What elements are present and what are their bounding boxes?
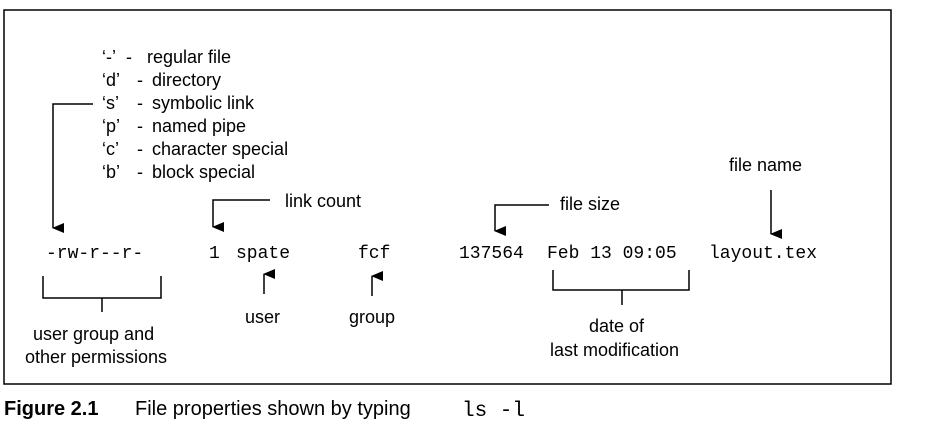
file-type-desc: directory [152,70,221,90]
figure-frame [3,9,892,385]
caption-text: File properties shown by typing [135,398,411,420]
listing-link-count: 1 [209,244,220,264]
file-size-arrow [494,204,549,236]
date-bracket [552,270,690,305]
file-type-separator: - [137,93,143,113]
file-type-item: ‘-’ - regular file [102,47,231,67]
date-label-line1: date of [589,316,645,336]
file-type-separator: - [137,116,143,136]
permissions-label-line1: user group and [33,324,154,344]
file-type-separator: - [137,162,143,182]
file-name-label: file name [729,155,802,175]
file-size-label: file size [560,194,620,214]
file-type-item: ‘p’ - named pipe [102,116,246,136]
link-count-arrow [212,199,270,232]
file-type-item: ‘d’ - directory [102,70,221,90]
listing-permissions: -rw-r--r- [46,244,143,264]
caption-command: ls -l [462,400,525,423]
file-type-desc: regular file [147,47,231,67]
file-type-separator: - [137,139,143,159]
file-type-desc: named pipe [152,116,246,136]
file-type-legend: ‘-’ - regular file ‘d’ - directory ‘s’ -… [102,47,288,182]
permissions-arrow [52,103,93,233]
listing-date: Feb 13 09:05 [547,244,677,264]
file-type-code: ‘c’ [102,139,119,159]
file-type-desc: block special [152,162,255,182]
listing-size: 137564 [459,244,524,264]
file-type-desc: symbolic link [152,93,255,113]
ls-listing: -rw-r--r- 1 spate fcf 137564 Feb 13 09:0… [46,244,817,264]
figure-caption: Figure 2.1 File properties shown by typi… [4,398,525,423]
listing-group: fcf [358,244,390,264]
file-type-desc: character special [152,139,288,159]
file-type-code: ‘p’ [102,116,120,136]
permissions-bracket [42,276,162,312]
file-type-item: ‘b’ - block special [102,162,255,182]
permissions-label-line2: other permissions [25,347,167,367]
link-count-label: link count [285,191,361,211]
file-type-separator: - [137,70,143,90]
file-type-code: ‘b’ [102,162,120,182]
listing-user: spate [236,244,290,264]
date-label-line2: last modification [550,340,679,360]
listing-file-name: layout.tex [709,244,817,264]
user-label: user [245,307,280,327]
file-type-code: ‘-’ [102,47,116,67]
file-type-item: ‘c’ - character special [102,139,288,159]
group-label: group [349,307,395,327]
caption-label: Figure 2.1 [4,398,98,420]
file-type-code: ‘s’ [102,93,119,113]
file-type-code: ‘d’ [102,70,120,90]
file-type-item: ‘s’ - symbolic link [102,93,255,113]
file-type-separator: - [126,47,132,67]
